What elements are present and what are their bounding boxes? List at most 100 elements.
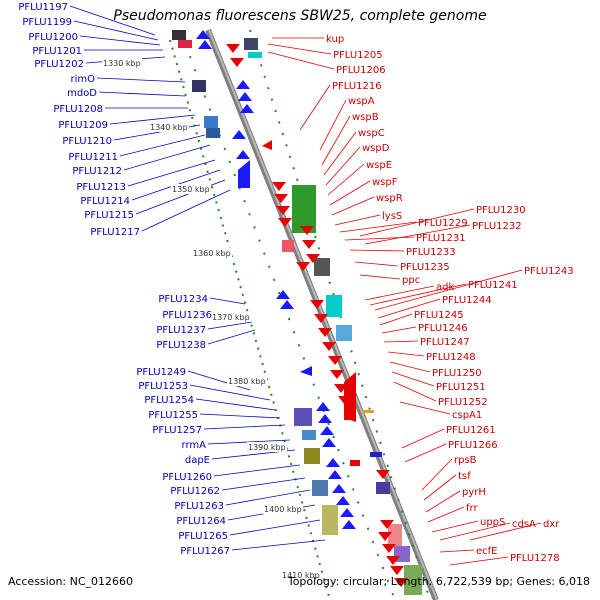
gene-label-right: PFLU1278 — [510, 553, 560, 564]
leader-line — [339, 221, 417, 233]
leader-line — [109, 114, 196, 125]
gene-label-left: PFLU1215 — [84, 210, 134, 221]
gene-arrow — [300, 366, 312, 376]
gene-feature — [192, 80, 206, 92]
scale-label: 1380 kbp — [228, 377, 266, 386]
leader-line — [323, 131, 357, 176]
leader-line — [319, 99, 347, 151]
gene-label-right: tsf — [458, 471, 471, 482]
gene-label-left: PFLU1200 — [28, 32, 78, 43]
accession-label: Accession: NC_012660 — [8, 575, 134, 588]
gene-feature — [362, 410, 374, 413]
gene-feature — [248, 52, 262, 58]
gene-label-right: lysS — [382, 211, 402, 222]
leader-line — [221, 477, 306, 491]
gene-label-left: rrmA — [182, 440, 207, 451]
gene-label-right: PFLU1245 — [414, 310, 464, 321]
gene-label-left: PFLU1255 — [148, 410, 198, 421]
gene-arrow — [342, 520, 356, 529]
gene-arrow — [344, 372, 356, 420]
gene-arrow — [278, 218, 292, 227]
gene-label-right: uppS — [480, 517, 505, 528]
gene-label-left: PFLU1254 — [144, 395, 194, 406]
leader-line — [325, 146, 361, 186]
gene-feature — [204, 116, 218, 128]
leader-line — [229, 519, 321, 536]
gene-arrow — [386, 556, 400, 565]
gene-label-right: PFLU1231 — [416, 233, 466, 244]
gene-label-right: PFLU1216 — [332, 81, 382, 92]
gene-feature — [336, 325, 352, 341]
gene-feature — [172, 30, 186, 40]
gene-arrow — [196, 30, 210, 39]
gene-feature — [206, 128, 220, 138]
gene-label-left: PFLU1217 — [90, 227, 140, 238]
scale-label-bg — [281, 570, 321, 580]
leader-line — [334, 214, 381, 226]
gene-arrow — [332, 484, 346, 493]
gene-feature — [244, 38, 258, 50]
gene-arrow — [328, 356, 342, 365]
leader-line — [391, 371, 435, 387]
gene-label-right: cdsA — [512, 519, 536, 530]
gene-label-left: PFLU1202 — [34, 59, 84, 70]
leader-line — [119, 134, 206, 157]
gene-label-left: rimO — [70, 74, 95, 85]
leader-line — [207, 321, 253, 330]
gene-label-left: PFLU1210 — [62, 136, 112, 147]
gene-label-left: PFLU1265 — [178, 531, 228, 542]
gene-arrow — [326, 458, 340, 467]
gene-label-right: PFLU1266 — [448, 440, 498, 451]
gene-arrow — [226, 44, 240, 53]
gene-label-right: rpsB — [454, 455, 477, 466]
gene-label-right: PFLU1247 — [420, 337, 470, 348]
gene-arrow — [310, 300, 324, 309]
leader-line — [199, 413, 281, 419]
leader-line — [189, 384, 271, 401]
gene-label-right: cspA1 — [452, 410, 482, 421]
gene-label-right: PFLU1206 — [336, 65, 386, 76]
leader-line — [439, 522, 511, 541]
scale-label-bg — [149, 122, 189, 132]
leader-line — [425, 490, 461, 513]
gene-label-right: ppc — [402, 275, 420, 286]
leader-line — [379, 313, 413, 326]
gene-label-left: PFLU1212 — [72, 166, 122, 177]
leader-line — [267, 51, 335, 70]
leader-line — [393, 381, 437, 402]
gene-arrow — [390, 566, 404, 575]
leader-line — [225, 489, 311, 506]
gene-label-right: adk — [436, 282, 454, 293]
gene-arrow — [238, 160, 250, 188]
gene-label-right: dxr — [543, 519, 560, 530]
scale-label-bg — [192, 248, 232, 258]
gene-arrow — [344, 412, 356, 422]
gene-label-left: PFLU1260 — [162, 472, 212, 483]
gene-arrow — [276, 290, 290, 299]
scale-label: 1330 kbp — [103, 59, 141, 68]
gene-label-right: PFLU1241 — [468, 280, 518, 291]
gene-label-left: PFLU1237 — [156, 325, 206, 336]
scale-label: 1390 kbp — [248, 443, 286, 452]
gene-label-right: PFLU1233 — [406, 247, 456, 258]
leader-line — [231, 539, 326, 551]
scale-label: 1340 kbp — [150, 123, 188, 132]
leader-line — [349, 249, 405, 252]
gene-label-right: PFLU1205 — [333, 50, 383, 61]
leader-line — [207, 329, 256, 345]
gene-label-right: frr — [466, 503, 478, 514]
gene-label-left: dapE — [185, 455, 210, 466]
gene-arrow — [262, 140, 272, 150]
gene-label-right: PFLU1230 — [476, 205, 526, 216]
gene-feature — [282, 240, 294, 252]
gene-arrow — [198, 40, 212, 49]
gene-feature — [370, 452, 382, 457]
leader-line — [213, 464, 301, 477]
gene-arrow — [238, 92, 252, 101]
leader-line — [404, 443, 447, 463]
leader-line — [369, 283, 467, 306]
scale-label: 1360 kbp — [193, 249, 231, 258]
gene-feature — [312, 480, 328, 496]
gene-label-right: wspD — [362, 143, 390, 154]
gene-label-right: PFLU1251 — [436, 382, 486, 393]
